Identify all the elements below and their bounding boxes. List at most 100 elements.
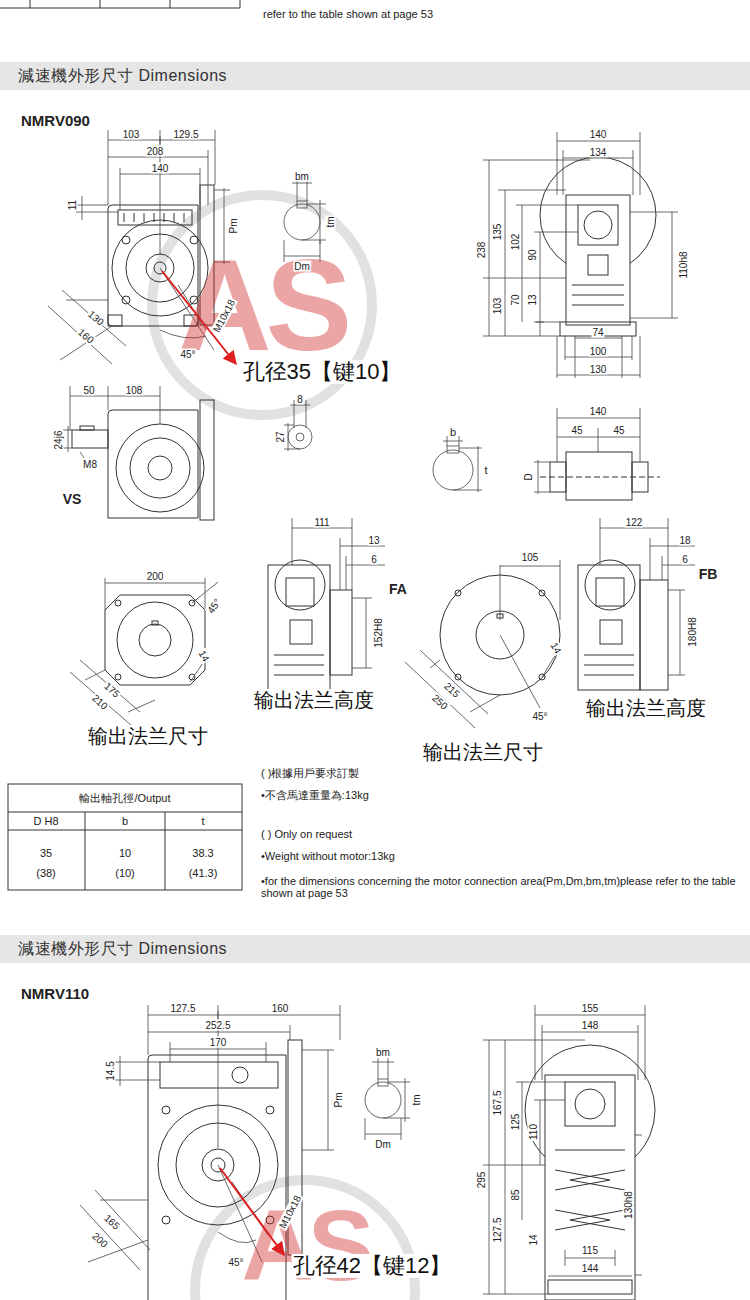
output-flange-fb xyxy=(640,580,668,690)
model-name: VS xyxy=(62,492,83,507)
dimension-lines xyxy=(112,1056,160,1086)
output-flange-fa xyxy=(274,655,324,675)
output-flange-fb xyxy=(585,560,635,610)
dimension-label: 102 xyxy=(510,233,521,252)
watermark: AS xyxy=(241,1190,370,1300)
output-flange-fa xyxy=(117,602,193,678)
dimension-label: 155 xyxy=(581,1003,600,1014)
dimension-label: 238 xyxy=(476,241,487,260)
dimension-lines xyxy=(542,1025,638,1080)
dimension-label: 250 xyxy=(429,692,450,713)
dimension-lines xyxy=(365,1118,401,1140)
dimension-label: 14.5 xyxy=(105,1060,116,1081)
gearbox-side-view xyxy=(525,1045,655,1300)
dimension-lines xyxy=(80,1190,150,1270)
data-table-grid xyxy=(8,784,242,890)
dimension-label: 129.5 xyxy=(172,129,199,140)
dimension-label: Pm xyxy=(228,218,239,235)
dimension-label: 24j6 xyxy=(53,430,64,451)
hollow-shaft-section xyxy=(566,452,632,500)
gearbox-side-view xyxy=(555,1150,625,1230)
dimension-label: 70 xyxy=(510,293,521,306)
note-text: ( ) Only on request xyxy=(260,828,353,840)
output-flange-fb xyxy=(455,590,461,596)
dimension-label: 85 xyxy=(510,1188,521,1201)
dimension-lines xyxy=(489,1040,565,1294)
output-flange-fb xyxy=(584,655,634,675)
gearbox-side-view xyxy=(565,1082,615,1126)
callout-note: 输出法兰高度 xyxy=(585,697,707,719)
dimension-label: 130h8 xyxy=(623,1190,634,1220)
dimension-label: 180H8 xyxy=(687,616,698,647)
gearbox-side-view xyxy=(575,1089,605,1119)
dimension-label: 18 xyxy=(678,535,691,546)
dimension-lines xyxy=(483,1005,645,1294)
dimension-label: 輸出軸孔徑/Output xyxy=(78,792,171,804)
dimension-label: (41.3) xyxy=(188,867,219,879)
gearbox-vs-view xyxy=(148,456,172,480)
dimension-label: D H8 xyxy=(32,815,59,827)
output-flange-fa xyxy=(330,590,352,675)
dimension-label: b xyxy=(449,426,457,438)
dimension-lines xyxy=(542,654,556,677)
output-flange-fb xyxy=(578,565,640,690)
dimension-label: 13 xyxy=(367,535,380,546)
gearbox-vs-view xyxy=(72,400,214,520)
output-flange-fa xyxy=(105,560,352,690)
output-flange-fa xyxy=(115,600,121,606)
dimension-label: 134 xyxy=(589,147,608,158)
dimension-lines xyxy=(284,423,300,451)
dimension-label: D xyxy=(523,472,534,481)
dimension-label: t xyxy=(200,815,205,827)
output-flange-fb xyxy=(596,578,624,606)
dimension-label: 148 xyxy=(581,1020,600,1031)
dimension-label: b xyxy=(121,815,129,827)
gearbox-front-view xyxy=(162,1216,170,1224)
hollow-shaft-section xyxy=(540,452,660,500)
gearbox-side-view xyxy=(588,255,608,275)
note-text: refer to the table shown at page 53 xyxy=(262,8,434,20)
output-flange-fb xyxy=(539,590,545,596)
dimension-lines xyxy=(500,560,560,620)
model-name: FB xyxy=(698,567,719,582)
dimension-label: (38) xyxy=(35,867,57,879)
output-flange-fa xyxy=(105,595,205,685)
dimension-label: 6 xyxy=(681,554,689,565)
model-name: FA xyxy=(388,582,408,597)
table-fragment xyxy=(0,0,240,8)
dimension-lines xyxy=(535,1005,645,1080)
hollow-shaft-section xyxy=(540,477,660,478)
dimension-lines xyxy=(297,201,307,208)
note-text: •for the dimensions concerning the motor… xyxy=(260,875,742,899)
callout-note: 输出法兰高度 xyxy=(253,689,375,711)
dimension-lines xyxy=(108,150,208,205)
gearbox-side-view xyxy=(572,285,624,305)
dimension-label: 127.5 xyxy=(492,1216,503,1243)
gearbox-side-view xyxy=(548,1280,632,1294)
dimension-label: 27 xyxy=(275,430,286,443)
dimension-lines xyxy=(483,160,590,336)
dimension-label: 110 xyxy=(528,1123,539,1141)
output-flange-fa xyxy=(268,565,330,690)
dimension-label: (10) xyxy=(114,867,136,879)
output-flange-fa xyxy=(152,621,158,625)
dimension-label: 135 xyxy=(492,223,503,242)
model-name: NMRV110 xyxy=(20,986,90,1003)
dimension-label: 115 xyxy=(581,1245,599,1256)
dimension-lines xyxy=(534,408,640,494)
dimension-lines xyxy=(352,598,372,668)
dimension-label: 215 xyxy=(441,680,462,701)
dimension-lines xyxy=(383,1078,410,1122)
gearbox-vs-view xyxy=(130,438,190,498)
dimension-label: 130 xyxy=(85,308,106,328)
dimension-lines xyxy=(340,538,385,590)
dimension-label: 122 xyxy=(625,517,644,528)
dimension-label: 252.5 xyxy=(204,1020,231,1031)
dimension-label: 14 xyxy=(548,640,564,657)
dimension-label: 210 xyxy=(89,692,110,713)
dimension-label: 6 xyxy=(370,554,378,565)
callout-note: 孔径42【键12】 xyxy=(292,1254,453,1278)
gearbox-side-view xyxy=(545,1075,635,1300)
note-text: ( )根據用戶要求訂製 xyxy=(260,767,360,779)
